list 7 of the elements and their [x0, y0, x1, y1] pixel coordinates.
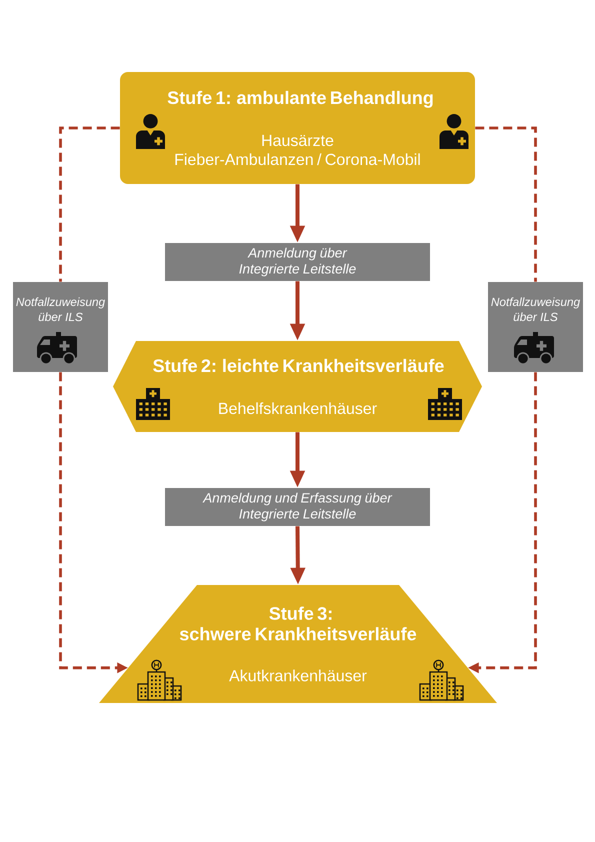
hexagon-box: Stufe 2: leichte Krankheitsverläufe Behelfskrankenhäuser — [113, 341, 482, 432]
stage-box: Stufe 1: ambulante Behandlung Hausärzte Fieber-Ambulanzen / Corona-Mobil — [120, 72, 475, 184]
process-box: Anmeldung und Erfassung über Integrierte Leitstelle — [165, 488, 430, 526]
dashed-line — [475, 126, 537, 282]
process-box: Anmeldung über Integrierte Leitstelle — [165, 243, 430, 281]
trapezoid-box: Stufe 3: schwere Krankheitsverläufe Akutkrankenhäuser — [99, 585, 497, 703]
dashed-line — [59, 126, 120, 282]
